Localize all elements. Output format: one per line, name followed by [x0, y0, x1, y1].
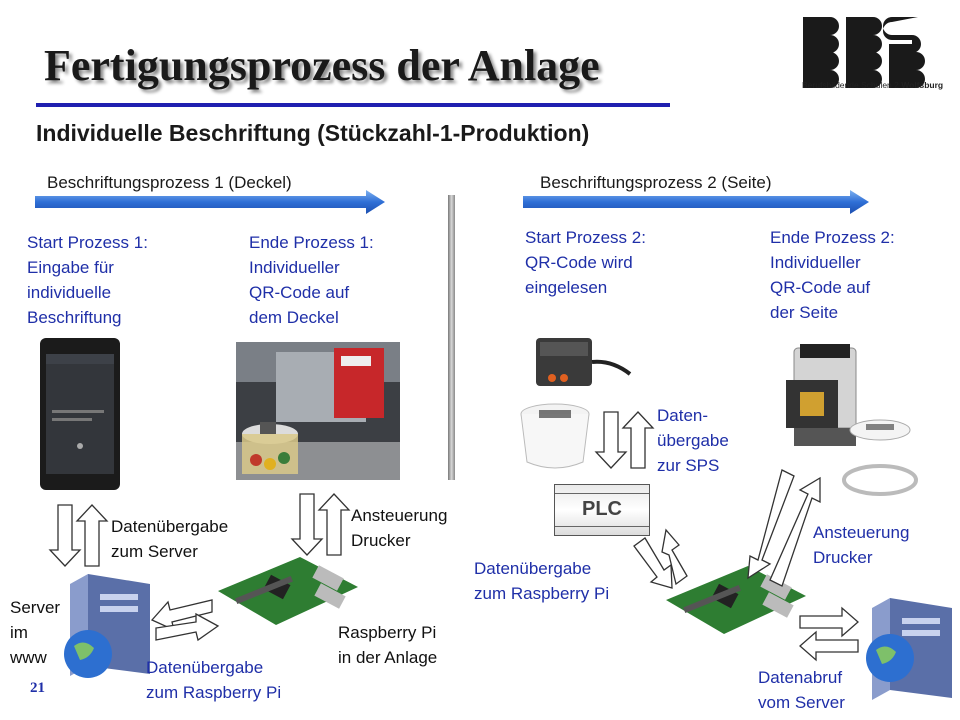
slide-title: Fertigungsprozess der Anlage — [44, 41, 600, 90]
plc-box: PLC — [554, 484, 650, 536]
logo-caption-bold: Wolfsburg — [901, 80, 944, 90]
arrow-up-printer1 — [317, 493, 351, 556]
arrow-right-server2 — [799, 606, 859, 638]
page-number: 21 — [30, 680, 45, 696]
process2-start-text: Start Prozess 2:QR-Code wird eingelesen — [525, 228, 646, 297]
process2-arrow — [523, 190, 869, 214]
process1-arrow — [35, 190, 385, 214]
raspberry-pi-2-image — [666, 566, 806, 634]
title-underline — [36, 103, 670, 107]
process1-start-text: Start Prozess 1:Eingabe für individuelle… — [27, 233, 148, 327]
bbs-logo: Berufsbildende Schulen 2 Wolfsburg — [800, 14, 950, 94]
process2-end-text: Ende Prozess 2:Individueller QR-Code auf… — [770, 228, 895, 322]
qr-container-image — [520, 403, 590, 469]
qr-scanner-image — [536, 338, 632, 386]
arrow-right-server1 — [155, 612, 220, 642]
arrow-down-printer1 — [290, 493, 324, 556]
server-1-image — [64, 574, 150, 678]
side-printer-image — [786, 344, 911, 446]
arrow-up-phone — [75, 504, 109, 567]
server-2-image — [866, 598, 952, 700]
process2-label: Beschriftungsprozess 2 (Seite) — [540, 173, 772, 192]
smartphone-image — [40, 338, 120, 490]
process-divider — [448, 195, 455, 480]
arrow-down-phone — [48, 504, 82, 567]
raspberry-pi-1-image — [218, 557, 358, 625]
arrow-left-server1 — [150, 599, 213, 632]
slide-subtitle: Individuelle Beschriftung (Stückzahl-1-P… — [36, 120, 590, 146]
lid-ring-image — [842, 464, 918, 496]
lid-printer-photo — [236, 342, 400, 480]
bbs-logo-mark — [803, 17, 925, 88]
arrow-down-printer2 — [747, 469, 795, 580]
process1-label: Beschriftungsprozess 1 (Deckel) — [47, 173, 292, 192]
arrow-up-printer2 — [769, 476, 821, 587]
plc-label: PLC — [582, 498, 622, 520]
logo-caption: Berufsbildende Schulen 2 — [802, 80, 899, 90]
arrow-up-scanner — [621, 411, 655, 469]
arrow-down-scanner — [594, 411, 628, 469]
process1-end-text: Ende Prozess 1:Individueller QR-Code auf… — [249, 233, 374, 327]
arrow-up-plc — [661, 528, 688, 586]
arrow-left-server2 — [799, 630, 859, 662]
arrow-down-plc — [633, 537, 673, 589]
